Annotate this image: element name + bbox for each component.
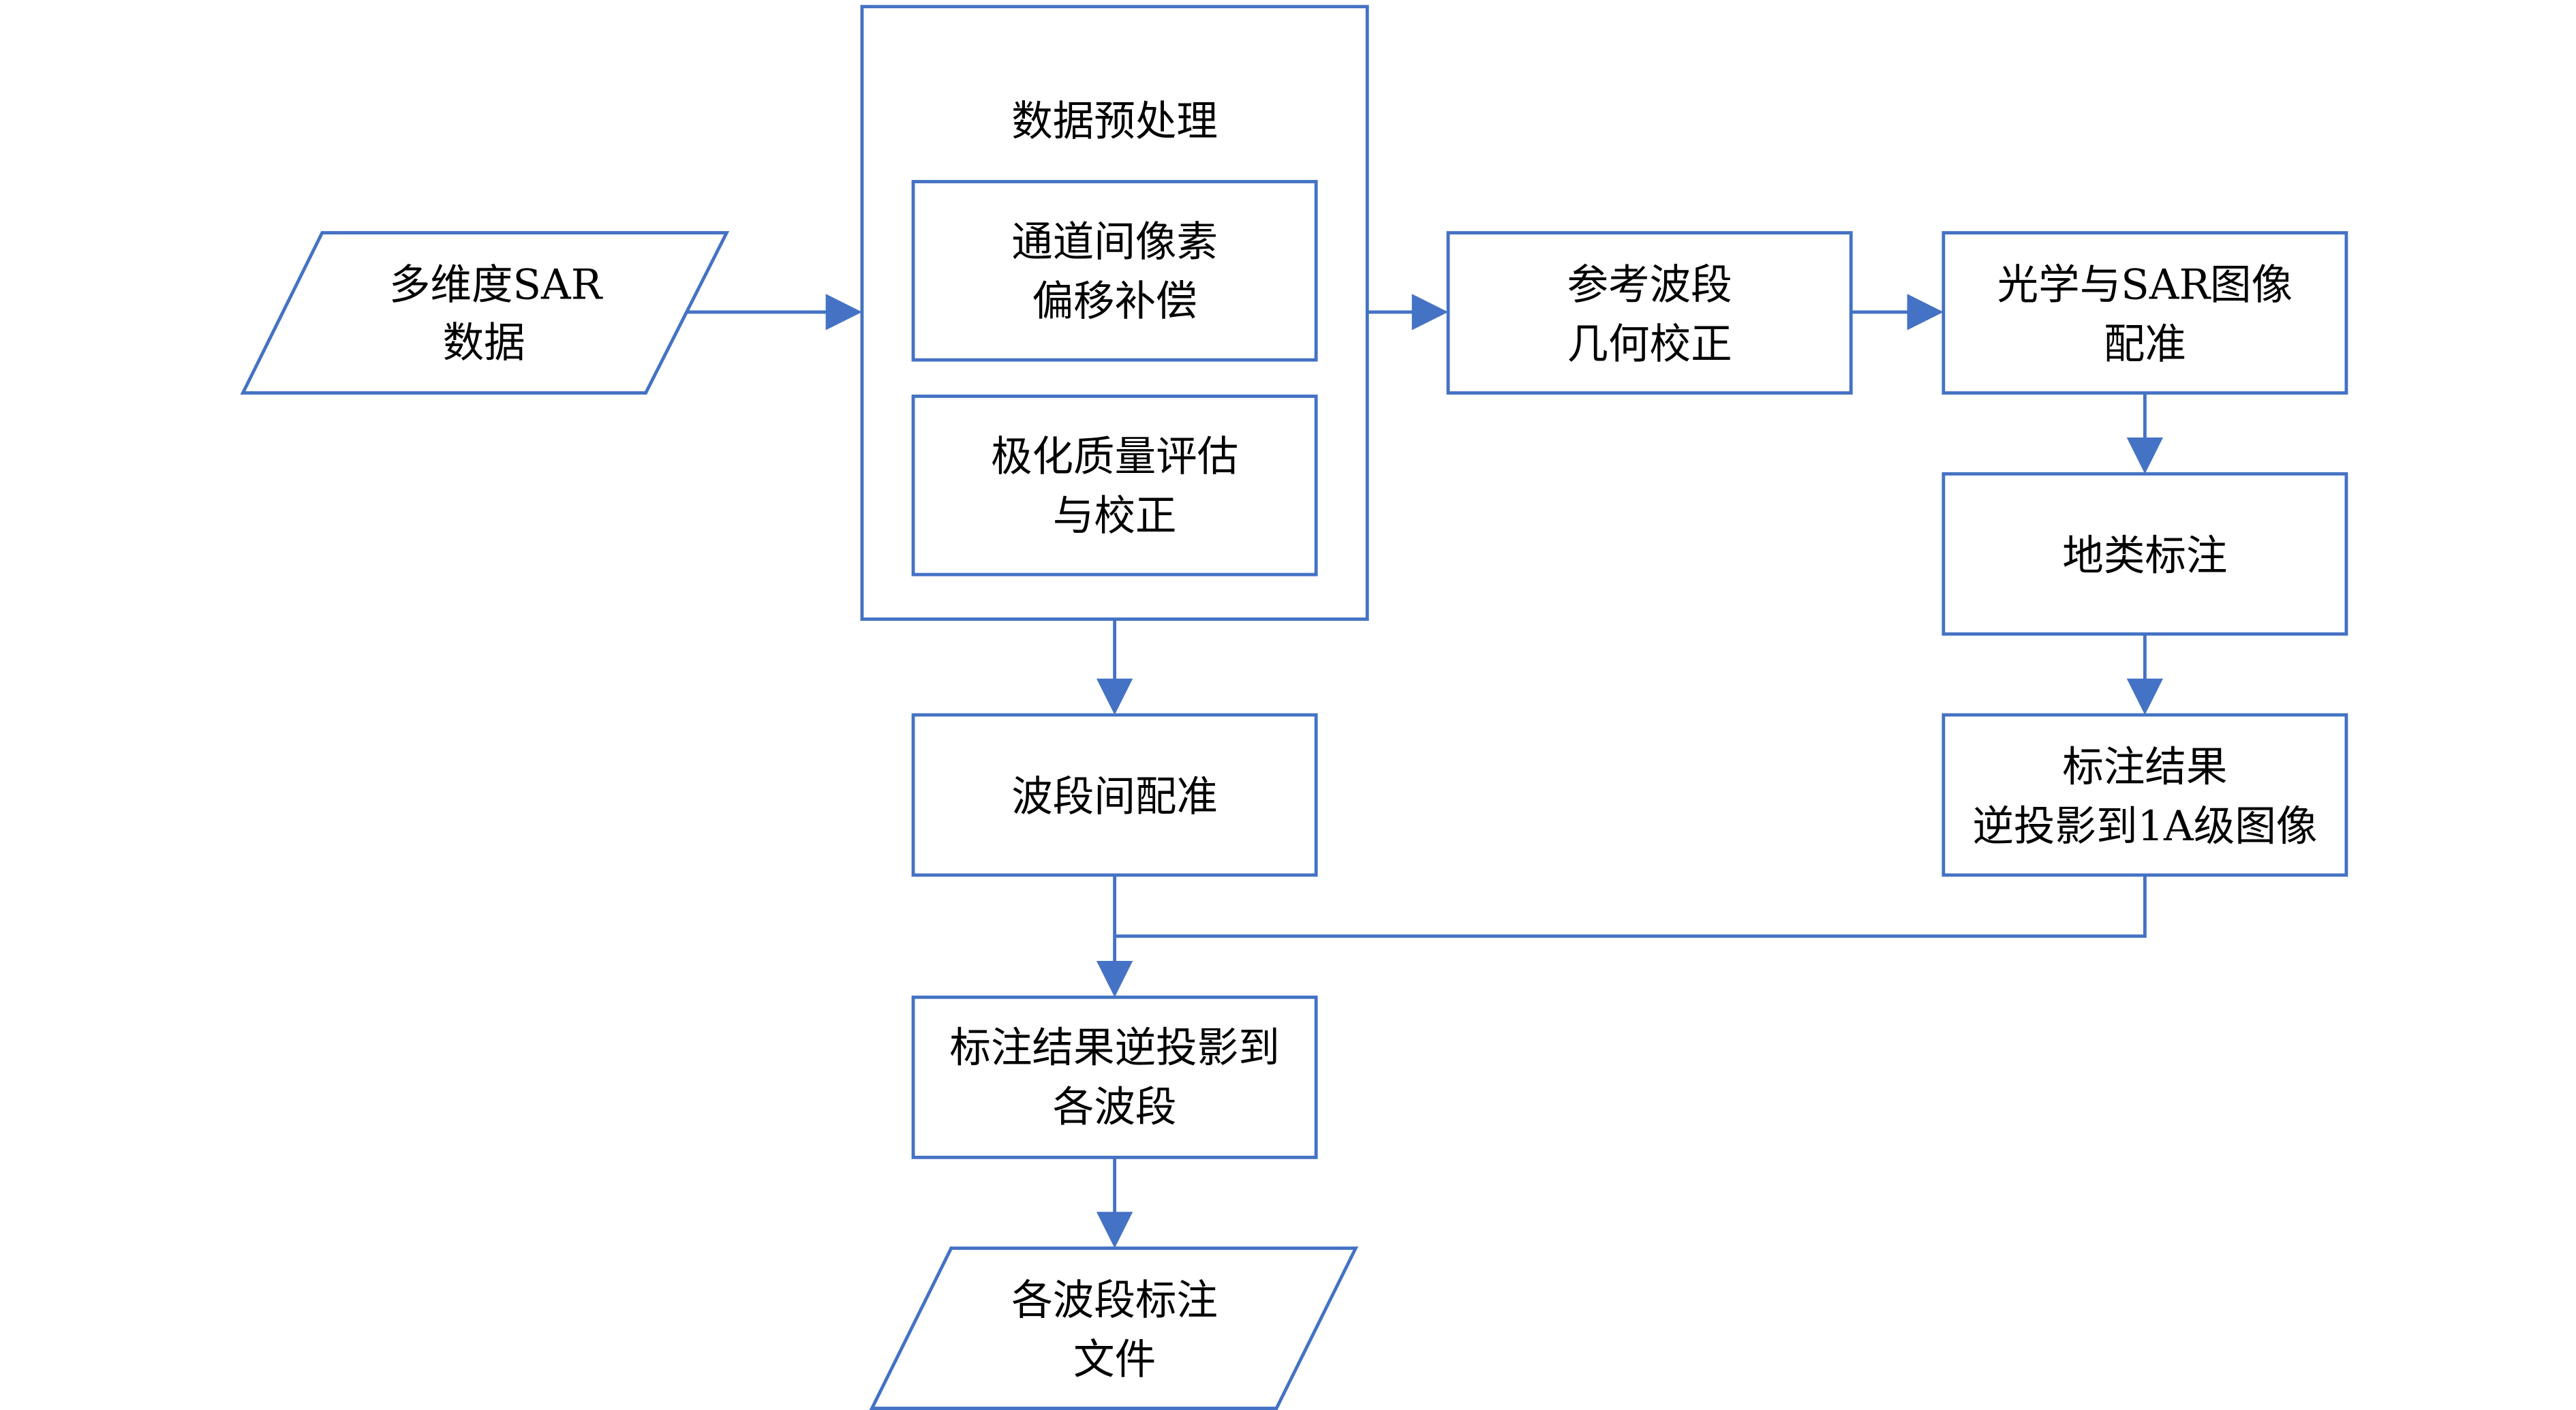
node-polar-quality: 极化质量评估 与校正 [911,395,1318,577]
polar-quality-box [911,395,1318,577]
polar-quality-line1: 极化质量评估 [991,433,1238,480]
ref-band-geo-line2: 几何校正 [1567,321,1732,369]
optical-sar-reg-line2: 配准 [2104,321,2186,369]
node-preprocess: 数据预处理 通道间像素 偏移补偿 极化质量评估 与校正 [860,5,1369,621]
arrowhead-refband-to-optical [1907,294,1944,331]
inter-band-reg-text: 波段间配准 [1011,773,1218,821]
arrowhead-landlabel-to-backproj1a [2126,678,2164,716]
optical-sar-reg-line1: 光学与SAR图像 [1997,262,2293,309]
ref-band-geo-box [1446,231,1853,395]
arrowhead-to-output [1096,1212,1133,1248]
node-output: 各波段标注 文件 [869,1246,1359,1410]
inter-band-reg-box [911,713,1318,877]
node-back-proj-bands: 标注结果逆投影到 各波段 [911,995,1318,1159]
node-pixel-offset: 通道间像素 偏移补偿 [911,180,1318,362]
arrowhead-to-backprojbands [1096,961,1133,998]
node-land-label: 地类标注 [1942,472,2348,636]
connectors [685,294,2164,1248]
connector-backproj1a-merge [1114,875,2147,938]
node-back-proj-1a: 标注结果 逆投影到1A级图像 [1942,713,2348,877]
back-proj-1a-line1: 标注结果 [2062,744,2227,791]
pixel-offset-line2: 偏移补偿 [1032,278,1197,326]
pixel-offset-box [911,180,1318,362]
optical-sar-reg-box [1942,231,2348,395]
back-proj-1a-line2: 逆投影到1A级图像 [1972,803,2317,850]
arrowhead-preprocess-to-refband [1411,294,1449,331]
node-optical-sar-reg: 光学与SAR图像 配准 [1942,231,2348,395]
back-proj-bands-line1: 标注结果逆投影到 [949,1024,1279,1072]
ref-band-geo-line1: 参考波段 [1567,262,1732,309]
land-label-box [1942,472,2348,636]
output-file-parallelogram [869,1246,1359,1410]
input-data-parallelogram [240,231,730,395]
node-input: 多维度SAR 数据 [240,231,730,395]
output-label-line2: 文件 [1073,1336,1156,1384]
output-label-line1: 各波段标注 [1011,1276,1218,1324]
pixel-offset-line1: 通道间像素 [1011,219,1218,266]
input-label-line2: 数据 [443,319,525,367]
back-proj-bands-box [911,995,1318,1159]
input-label-line1: 多维度SAR [389,262,604,309]
land-label-text: 地类标注 [2062,532,2227,580]
arrowhead-preprocess-to-interband [1096,678,1133,716]
arrowhead-input-to-preprocess [825,294,862,331]
preprocess-title: 数据预处理 [1011,98,1218,146]
back-proj-bands-line2: 各波段 [1053,1084,1177,1131]
node-ref-band-geo: 参考波段 几何校正 [1446,231,1853,395]
polar-quality-line2: 与校正 [1053,493,1177,540]
back-proj-1a-box [1942,713,2348,877]
arrowhead-optical-to-landlabel [2126,438,2164,474]
node-inter-band-reg: 波段间配准 [911,713,1318,877]
